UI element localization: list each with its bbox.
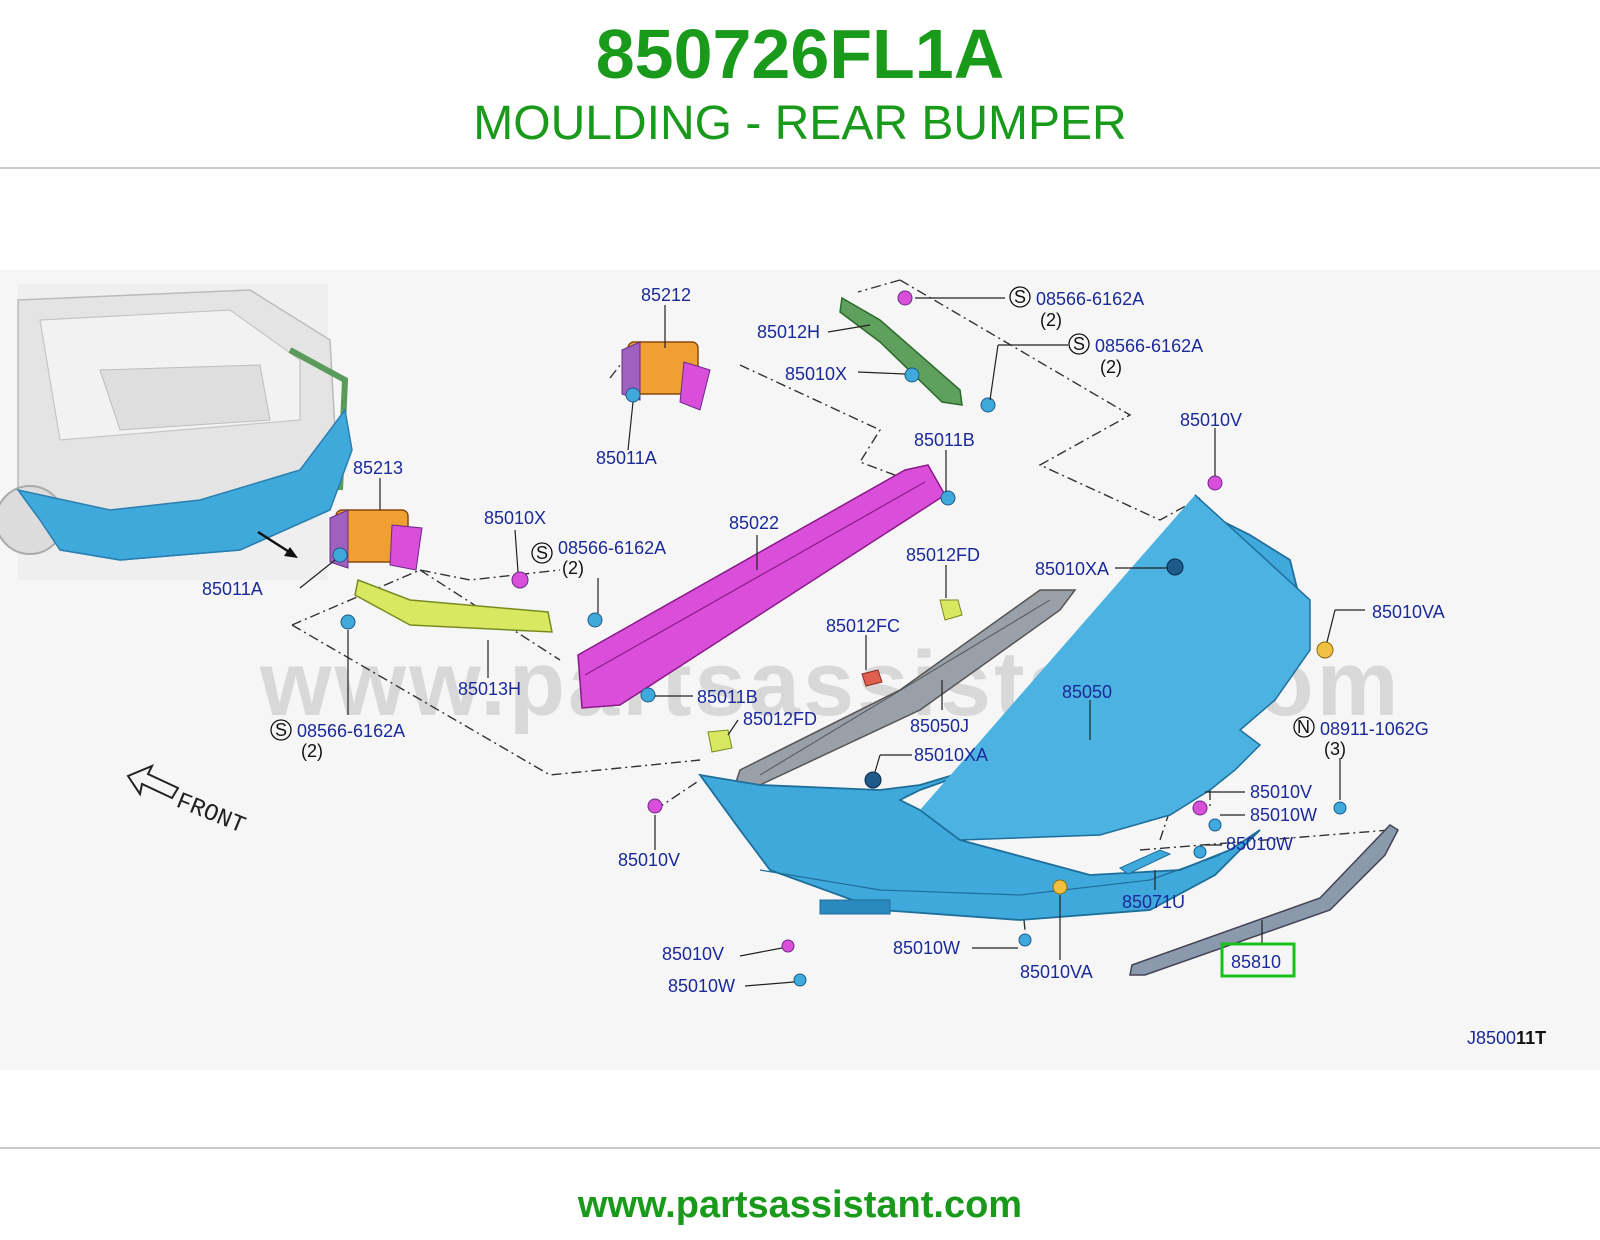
bracket-85013h: [354, 578, 553, 633]
vehicle-outline: [0, 284, 353, 580]
label-85010va-bottom[interactable]: 85010VA: [1020, 962, 1093, 982]
label-85212[interactable]: 85212: [641, 285, 691, 305]
label-08566-6162a-2[interactable]: 08566-6162A: [1095, 336, 1203, 356]
label-85011a-top[interactable]: 85011A: [596, 448, 657, 468]
bracket-85212: [621, 341, 711, 411]
s-symbol-2: S: [1073, 334, 1085, 354]
label-85010xa-low[interactable]: 85010XA: [914, 745, 988, 765]
label-85010v-top[interactable]: 85010V: [1180, 410, 1242, 430]
exploded-view: FRONT: [0, 279, 1546, 1048]
footer-divider: [0, 1147, 1600, 1149]
label-85011b-mid[interactable]: 85011B: [697, 687, 758, 707]
bracket-85012h: [839, 296, 963, 406]
label-85050j[interactable]: 85050J: [910, 716, 969, 736]
qty-3: (2): [562, 558, 584, 578]
label-85010x-top[interactable]: 85010X: [785, 364, 847, 384]
diagram-code: J850011T: [1467, 1028, 1546, 1048]
label-85071u[interactable]: 85071U: [1122, 892, 1185, 912]
label-85010x-mid[interactable]: 85010X: [484, 508, 546, 528]
label-08566-6162a-3[interactable]: 08566-6162A: [558, 538, 666, 558]
s-symbol-4: S: [275, 720, 287, 740]
qty-n1: (3): [1324, 739, 1346, 759]
label-85010v-left[interactable]: 85010V: [618, 850, 680, 870]
label-85010w-right-1[interactable]: 85010W: [1250, 805, 1317, 825]
label-85213[interactable]: 85213: [353, 458, 403, 478]
s-symbol-1: S: [1014, 287, 1026, 307]
label-85010v-bottom[interactable]: 85010V: [662, 944, 724, 964]
qty-1: (2): [1040, 310, 1062, 330]
qty-2: (2): [1100, 357, 1122, 377]
label-85012fc[interactable]: 85012FC: [826, 616, 900, 636]
s-symbol-3: S: [536, 543, 548, 563]
qty-4: (2): [301, 741, 323, 761]
front-label: FRONT: [172, 788, 249, 840]
reinforcement-rear-bumper: [577, 464, 947, 709]
label-85011a-left[interactable]: 85011A: [202, 579, 263, 599]
header-divider: [0, 167, 1600, 169]
part-number: 850726FL1A: [595, 15, 1005, 93]
label-85011b-top[interactable]: 85011B: [914, 430, 975, 450]
page-header: 850726FL1A MOULDING - REAR BUMPER: [0, 0, 1600, 168]
part-title: MOULDING - REAR BUMPER: [473, 97, 1127, 150]
label-85010w-bottom[interactable]: 85010W: [668, 976, 735, 996]
label-85013h[interactable]: 85013H: [458, 679, 521, 699]
label-85012fd-top[interactable]: 85012FD: [906, 545, 980, 565]
label-85010v-right[interactable]: 85010V: [1250, 782, 1312, 802]
fasteners: [332, 290, 1347, 987]
label-85012fd-low[interactable]: 85012FD: [743, 709, 817, 729]
rear-bumper-fascia: [697, 494, 1311, 921]
label-85012h[interactable]: 85012H: [757, 322, 820, 342]
moulding-85810: [1129, 824, 1399, 976]
highlight-box: [1220, 942, 1296, 978]
part-labels: 85212 85012H S 08566-6162A (2) S 08566-6…: [202, 285, 1546, 1048]
label-leaders: [299, 297, 1365, 987]
parts-diagram: www.partsassistant.com FRONT: [0, 270, 1600, 1070]
label-08566-6162a-4[interactable]: 08566-6162A: [297, 721, 405, 741]
label-85010va-right[interactable]: 85010VA: [1372, 602, 1445, 622]
label-08911-1062g[interactable]: 08911-1062G: [1320, 719, 1429, 739]
label-85010w-right-2[interactable]: 85010W: [1226, 834, 1293, 854]
label-85050[interactable]: 85050: [1062, 682, 1112, 702]
bracket-85012fd-top: [939, 599, 963, 621]
label-85810[interactable]: 85810: [1231, 952, 1281, 972]
label-85010w-mid[interactable]: 85010W: [893, 938, 960, 958]
label-85022[interactable]: 85022: [729, 513, 779, 533]
front-indicator: FRONT: [126, 764, 249, 840]
label-85010xa-top[interactable]: 85010XA: [1035, 559, 1109, 579]
direction-arrow: [257, 530, 298, 558]
n-symbol-1: N: [1297, 717, 1310, 737]
bracket-85071u: [1119, 849, 1172, 875]
bracket-85012fc: [861, 669, 883, 687]
label-08566-6162a-1[interactable]: 08566-6162A: [1036, 289, 1144, 309]
footer-url[interactable]: www.partsassistant.com: [577, 1184, 1023, 1226]
bracket-85012fd-low: [707, 729, 733, 753]
